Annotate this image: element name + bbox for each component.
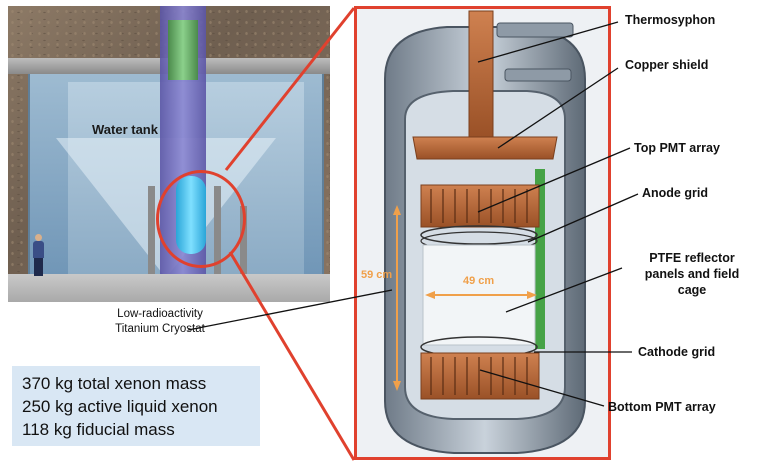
- leader-cryostat: [187, 289, 393, 331]
- label-ptfe-line3: cage: [677, 283, 707, 297]
- top-pmt-array: [420, 184, 540, 228]
- label-anode-grid: Anode grid: [642, 186, 708, 200]
- stat-fiducial-mass: 118 kg fiducial mass: [22, 420, 175, 439]
- bottom-pmt-array: [420, 352, 540, 400]
- cryostat-cutaway-frame: 59 cm 49 cm: [354, 6, 611, 460]
- xenon-mass-summary: 370 kg total xenon mass 250 kg active li…: [12, 366, 260, 446]
- label-thermosyphon: Thermosyphon: [625, 13, 716, 27]
- top-flange: [504, 68, 572, 82]
- cryostat-highlight-circle: [156, 170, 246, 268]
- stat-total-xenon: 370 kg total xenon mass: [22, 374, 207, 393]
- cryostat-caption-line1: Low-radioactivity: [117, 308, 203, 320]
- person-scale-figure: [32, 234, 44, 276]
- bottom-pmt-tubes: [430, 357, 528, 395]
- label-copper-shield: Copper shield: [625, 58, 709, 72]
- height-dimension-label: 59 cm: [361, 269, 393, 281]
- label-top-pmt-array: Top PMT array: [634, 141, 720, 155]
- leader-thermosyphon: [477, 21, 619, 63]
- leader-anode-grid: [527, 193, 639, 243]
- water-tank-label: Water tank: [92, 122, 158, 137]
- leader-copper-shield: [497, 67, 619, 149]
- field-shaping-strip: [535, 169, 545, 349]
- support-leg: [240, 206, 247, 290]
- support-leg: [148, 186, 155, 290]
- leader-ptfe: [505, 267, 623, 313]
- cryostat-caption: Low-radioactivity Titanium Cryostat: [60, 307, 260, 337]
- copper-shield-plate: [412, 136, 558, 160]
- detector-top-assembly: [168, 20, 198, 80]
- label-ptfe-line1: PTFE reflector: [649, 251, 735, 265]
- width-dimension-label: 49 cm: [463, 275, 495, 287]
- label-ptfe-line2: panels and field: [644, 267, 740, 281]
- cryostat-caption-line2: Titanium Cryostat: [115, 323, 205, 335]
- label-bottom-pmt-array: Bottom PMT array: [608, 400, 716, 414]
- water-tank-illustration: Water tank: [8, 6, 330, 302]
- label-ptfe-reflector: PTFE reflector panels and field cage: [626, 250, 758, 298]
- top-flange: [496, 22, 574, 38]
- cryostat-cutaway-drawing: [384, 10, 586, 454]
- leader-bottom-pmt: [479, 369, 605, 407]
- zoom-connector-top: [224, 7, 356, 171]
- anode-grid: [420, 225, 538, 245]
- stat-active-xenon: 250 kg active liquid xenon: [22, 397, 218, 416]
- leader-top-pmt: [477, 147, 631, 213]
- cavern-floor: [8, 274, 330, 302]
- zoom-connector-bottom: [228, 251, 356, 461]
- label-cathode-grid: Cathode grid: [638, 345, 716, 359]
